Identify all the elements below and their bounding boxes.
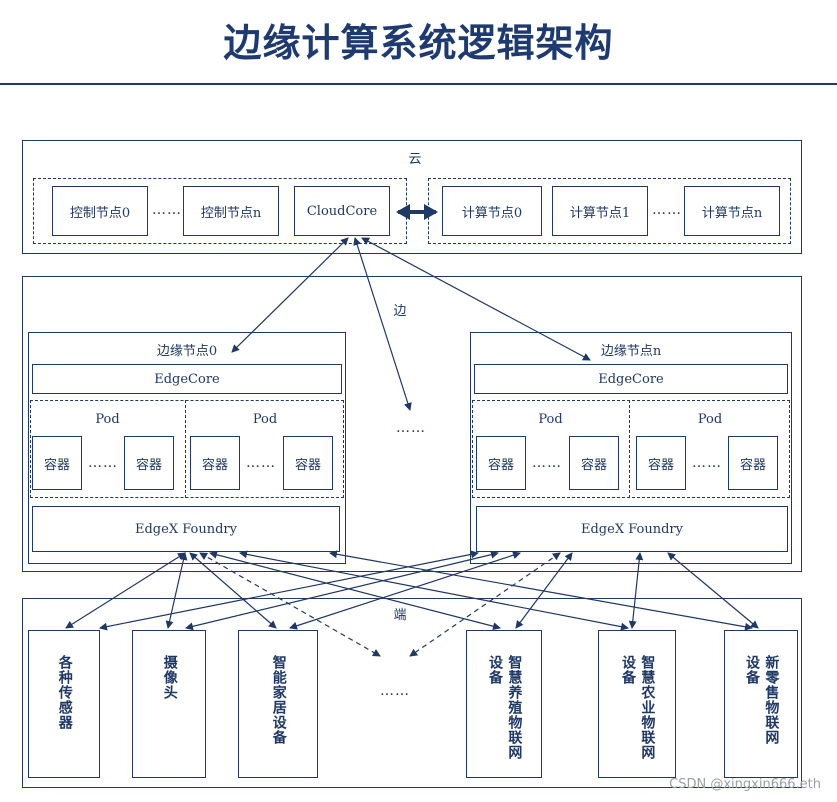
container-box: 容器	[283, 436, 333, 490]
pod-label: Pod	[697, 411, 723, 427]
end-dots: ……	[380, 683, 410, 699]
container-box: 容器	[636, 436, 686, 490]
pod-divider	[629, 400, 630, 498]
container-box: 容器	[476, 436, 526, 490]
end-label: 端	[393, 607, 407, 623]
control-dots: ……	[152, 202, 182, 218]
edge-node-0-edgecore: EdgeCore	[32, 364, 342, 394]
pod-label: Pod	[95, 411, 120, 427]
edge-label: 边	[393, 303, 407, 319]
container-dots: ……	[246, 455, 276, 471]
edge-node-0-title: 边缘节点0	[156, 343, 218, 359]
device-new-retail: 新零售物联网设备	[724, 630, 798, 778]
page-title: 边缘计算系统逻辑架构	[223, 21, 614, 65]
device-smart-agriculture: 智慧农业物联网设备	[598, 630, 676, 778]
pod-divider	[185, 400, 186, 498]
edge-middle-dots: ……	[396, 420, 426, 436]
cloud-label: 云	[408, 151, 422, 167]
edge-node-n-edgex: EdgeX Foundry	[476, 506, 788, 552]
compute-node-n: 计算节点n	[684, 186, 780, 236]
container-box: 容器	[728, 436, 778, 490]
title-divider	[0, 83, 837, 85]
device-sensors: 各种传感器	[28, 630, 100, 778]
edge-node-n-pods	[472, 400, 790, 498]
compute-dots: ……	[652, 202, 682, 218]
control-node-n: 控制节点n	[183, 186, 279, 236]
pod-label: Pod	[252, 411, 278, 427]
cloudcore-node: CloudCore	[294, 186, 390, 236]
container-box: 容器	[124, 436, 174, 490]
container-dots: ……	[532, 455, 562, 471]
watermark: CSDN @xingxin666.eth	[669, 777, 821, 792]
device-smart-breeding: 智慧养殖物联网设备	[466, 630, 542, 778]
device-smart-home: 智能家居设备	[238, 630, 318, 778]
container-dots: ……	[88, 455, 118, 471]
edge-node-0-edgex: EdgeX Foundry	[32, 506, 340, 552]
container-box: 容器	[32, 436, 82, 490]
compute-node-0: 计算节点0	[442, 186, 542, 236]
container-box: 容器	[569, 436, 619, 490]
edge-node-n-title: 边缘节点n	[600, 343, 662, 359]
compute-node-1: 计算节点1	[552, 186, 648, 236]
edge-node-0-pods	[30, 400, 344, 498]
container-box: 容器	[190, 436, 240, 490]
container-dots: ……	[692, 455, 722, 471]
device-camera: 摄像头	[132, 630, 206, 778]
pod-label: Pod	[538, 411, 563, 427]
edge-node-n-edgecore: EdgeCore	[474, 364, 788, 394]
control-node-0: 控制节点0	[52, 186, 148, 236]
